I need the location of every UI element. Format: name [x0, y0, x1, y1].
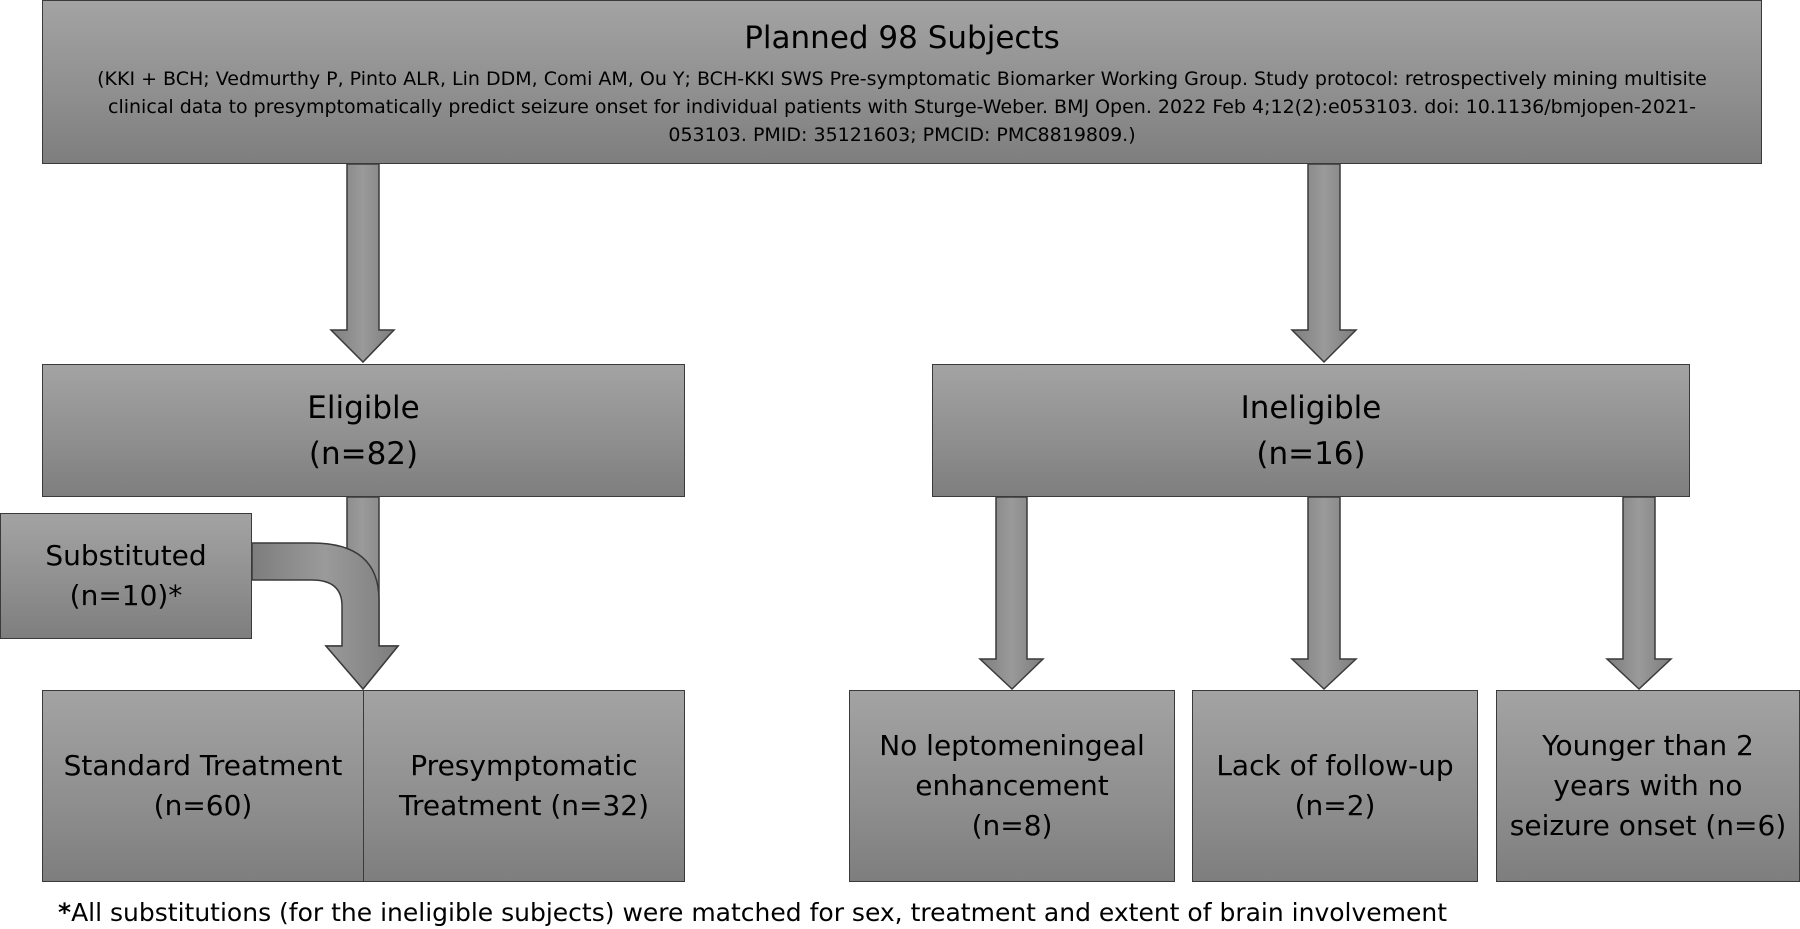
footnote-marker: *: [58, 898, 72, 927]
younger-line1: Younger than 2: [1542, 729, 1754, 762]
presymptomatic-label-line2: Treatment (n=32): [398, 789, 650, 822]
younger-than-2-box: Younger than 2 years with no seizure ons…: [1496, 690, 1800, 882]
ineligible-box: Ineligible (n=16): [932, 364, 1690, 497]
standard-treatment-count: (n=60): [153, 789, 253, 822]
ineligible-count: (n=16): [1256, 435, 1366, 472]
arrow-ineligible-to-no-lepto: [978, 496, 1045, 691]
arrow-top-to-ineligible: [1290, 163, 1358, 364]
eligible-box: Eligible (n=82): [42, 364, 685, 497]
younger-line2: years with no: [1553, 769, 1743, 802]
followup-label: Lack of follow-up: [1216, 749, 1454, 782]
arrow-ineligible-to-younger: [1605, 496, 1673, 691]
followup-count: (n=2): [1294, 789, 1376, 822]
arrow-ineligible-to-followup: [1290, 496, 1358, 691]
no-lepto-line2: enhancement: [915, 769, 1109, 802]
eligible-count: (n=82): [308, 435, 419, 472]
ineligible-label: Ineligible: [1240, 389, 1382, 426]
planned-subjects-title: Planned 98 Subjects: [744, 20, 1060, 56]
arrow-top-to-eligible: [329, 163, 396, 364]
footnote-text: All substitutions (for the ineligible su…: [71, 898, 1448, 927]
substituted-count: (n=10)*: [69, 579, 183, 612]
footnote: *All substitutions (for the ineligible s…: [58, 897, 1447, 929]
planned-subjects-box: Planned 98 Subjects (KKI + BCH; Vedmurth…: [42, 0, 1762, 164]
no-lepto-line1: No leptomeningeal: [879, 729, 1145, 762]
presymptomatic-treatment-box: Presymptomatic Treatment (n=32): [363, 690, 685, 882]
citation-text: (KKI + BCH; Vedmurthy P, Pinto ALR, Lin …: [97, 68, 1707, 146]
no-leptomeningeal-box: No leptomeningeal enhancement (n=8): [849, 690, 1175, 882]
standard-treatment-box: Standard Treatment (n=60): [42, 690, 364, 882]
standard-treatment-label: Standard Treatment: [63, 749, 343, 782]
lack-of-followup-box: Lack of follow-up (n=2): [1192, 690, 1478, 882]
eligible-label: Eligible: [307, 389, 420, 426]
presymptomatic-label-line1: Presymptomatic: [410, 749, 638, 782]
younger-line3: seizure onset (n=6): [1509, 809, 1787, 842]
no-lepto-count: (n=8): [971, 809, 1053, 842]
substituted-box: Substituted (n=10)*: [0, 513, 252, 639]
substituted-label: Substituted: [45, 539, 207, 572]
arrow-substituted-to-treatment: [251, 542, 400, 691]
